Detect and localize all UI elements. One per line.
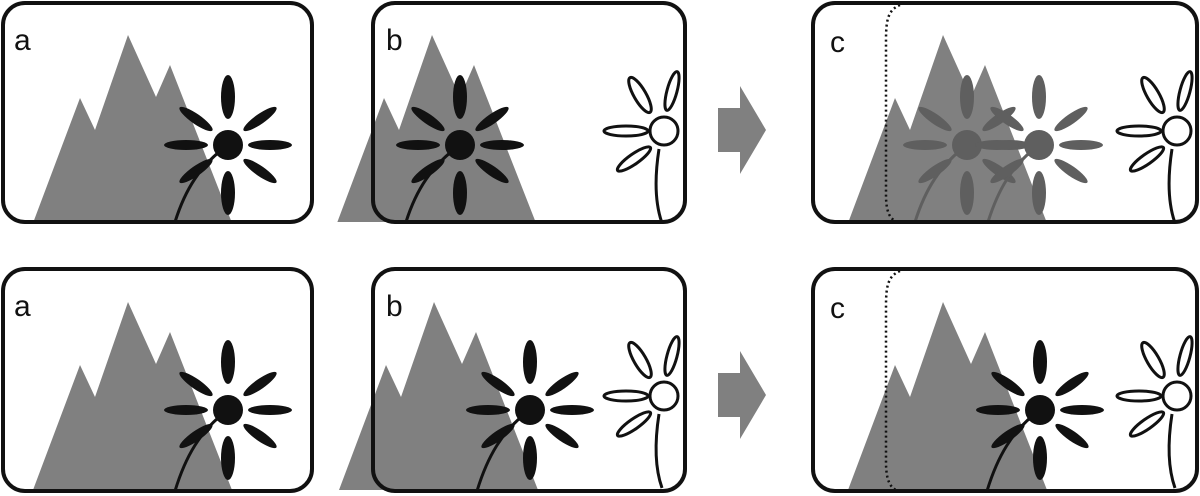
flower-center (213, 395, 243, 425)
mountain (339, 302, 538, 490)
white-flower (1115, 333, 1197, 490)
panel-c-bottom: c (811, 267, 1199, 493)
panel-frame (811, 267, 1199, 493)
panel-label: b (386, 24, 403, 57)
white-flower (1115, 68, 1197, 222)
ghost-flower-center (1024, 130, 1054, 160)
panel-frame (371, 267, 687, 493)
flower-center (1025, 395, 1055, 425)
panel-label: c (830, 26, 845, 59)
flower-center (515, 395, 545, 425)
panel-frame (1, 1, 314, 224)
flower-center (445, 130, 475, 160)
mountain (848, 302, 1047, 490)
dotted-boundary (884, 3, 901, 222)
white-flower (602, 333, 684, 490)
ghost-flower-center (952, 130, 982, 160)
panel-a-top: a (1, 1, 314, 224)
panel-a-bottom: a (1, 267, 314, 493)
panel-c-top: c (811, 1, 1199, 224)
panel-b-top: b (337, 1, 687, 224)
white-flower (602, 68, 684, 222)
flower-center (213, 130, 243, 160)
panel-b-bottom: b (339, 267, 687, 493)
arrow-right-icon (718, 351, 766, 439)
panel-label: a (14, 290, 31, 323)
panel-frame (811, 1, 1199, 224)
dotted-boundary (884, 269, 901, 491)
panel-label: b (386, 290, 403, 323)
panel-label: a (14, 24, 31, 57)
panel-frame (371, 1, 687, 224)
panel-frame (1, 267, 314, 493)
arrow-right-icon (718, 86, 766, 174)
mountain (33, 35, 232, 222)
panel-label: c (830, 292, 845, 325)
mountain (33, 302, 232, 490)
